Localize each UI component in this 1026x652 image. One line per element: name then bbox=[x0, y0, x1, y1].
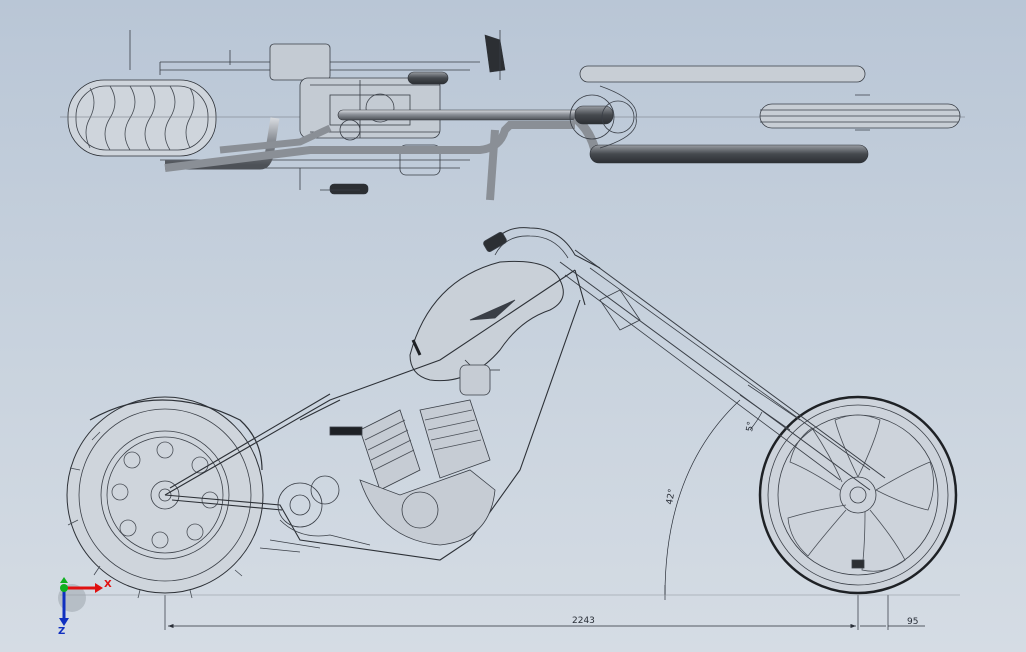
dimensions bbox=[60, 399, 960, 630]
rake-angle-dimension[interactable]: 42° bbox=[665, 488, 678, 505]
side-rear-wheel bbox=[66, 396, 264, 599]
rear-fender bbox=[89, 399, 263, 471]
fuel-tank bbox=[409, 260, 564, 382]
y-axis-point bbox=[60, 584, 68, 592]
y-axis-head bbox=[60, 577, 68, 583]
side-frame bbox=[164, 269, 586, 561]
top-engine bbox=[269, 43, 441, 176]
exhaust-pipes bbox=[259, 539, 321, 553]
x-axis-head bbox=[95, 583, 103, 593]
top-details bbox=[129, 30, 501, 191]
top-rear-tire bbox=[67, 79, 217, 157]
handlebars bbox=[483, 227, 601, 269]
v-twin-engine bbox=[277, 359, 500, 546]
wheelbase-dimension[interactable]: 2243 bbox=[572, 616, 595, 626]
trail-angle-dimension[interactable]: 5° bbox=[745, 421, 757, 433]
trail-angle-arc bbox=[749, 411, 763, 431]
z-axis-label: Z bbox=[58, 626, 65, 637]
z-axis-head bbox=[59, 618, 69, 626]
front-fork bbox=[559, 249, 886, 491]
axis-triad bbox=[58, 577, 103, 626]
side-front-wheel bbox=[758, 395, 958, 595]
rake-angle-arc bbox=[664, 399, 741, 596]
offset-dimension[interactable]: 95 bbox=[907, 617, 918, 627]
top-view[interactable] bbox=[60, 30, 965, 201]
x-axis-label: X bbox=[104, 579, 112, 590]
side-view[interactable] bbox=[66, 227, 958, 599]
top-frame-tubes bbox=[164, 34, 869, 201]
top-front-fork bbox=[569, 65, 961, 149]
